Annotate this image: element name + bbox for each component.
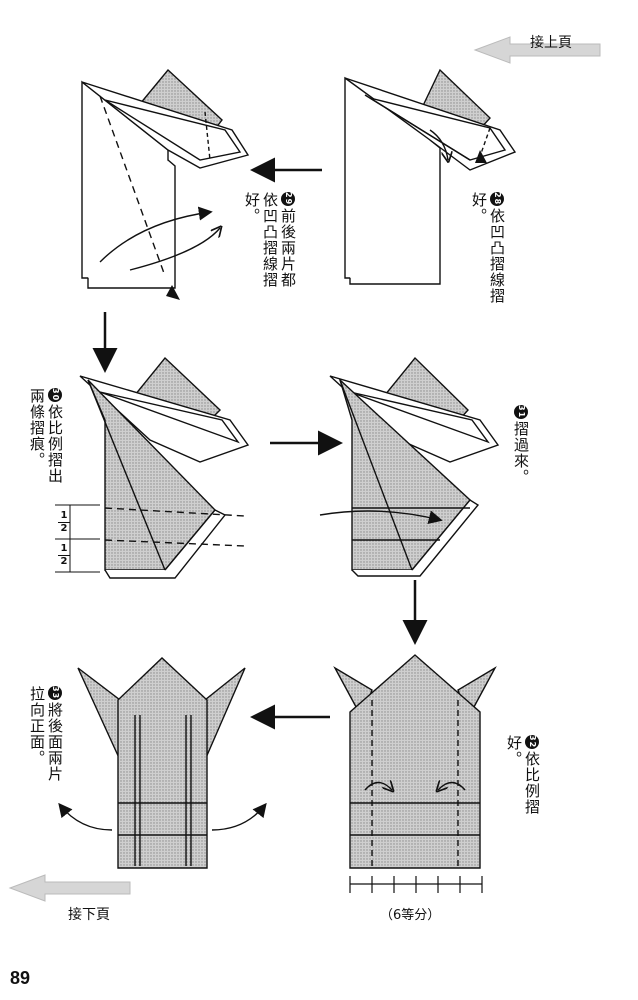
- step-text: 前後兩片都依凹凸摺線摺好。: [243, 192, 297, 288]
- next-page-label[interactable]: 接下頁: [68, 907, 110, 923]
- step-number-badge: 28: [490, 192, 504, 206]
- step-29-caption: 29前後兩片都依凹凸摺線摺好。: [243, 192, 297, 302]
- prev-page-arrow-icon[interactable]: [473, 36, 601, 64]
- step-32-caption: 32依比例摺好。: [505, 735, 541, 845]
- fraction-denominator: 2: [60, 556, 68, 567]
- figure-step-33: [58, 657, 267, 869]
- step-number-badge: 31: [514, 405, 528, 419]
- fraction-upper: 1 2: [58, 510, 70, 535]
- fraction-denominator: 2: [60, 523, 68, 534]
- step-31-caption: 31 摺過來。: [512, 405, 530, 495]
- step-number-badge: 30: [48, 388, 62, 402]
- step-28-caption: 28依凹凸摺線摺好。: [470, 192, 506, 312]
- fraction-numerator: 1: [58, 543, 70, 556]
- prev-page-label[interactable]: 接上頁: [530, 35, 572, 51]
- step-text: 依比例摺出兩條摺痕。: [28, 388, 64, 484]
- step-text: 依凹凸摺線摺好。: [470, 192, 506, 304]
- figure-step-32: [333, 654, 497, 893]
- figure-step-31: [319, 356, 500, 577]
- figure-step-30: [55, 356, 250, 579]
- figure-step-29: [81, 68, 250, 300]
- step-text: 依比例摺好。: [505, 735, 541, 815]
- division-label: （6等分）: [380, 908, 441, 923]
- step-text: 摺過來。: [512, 421, 530, 485]
- page-number: 89: [10, 968, 31, 988]
- flow-arrow: [92, 157, 428, 730]
- step-33-caption: 33將後面兩片拉向正面。: [28, 686, 64, 786]
- fraction-numerator: 1: [58, 510, 70, 523]
- next-page-arrow-icon[interactable]: [8, 874, 131, 902]
- step-number-badge: 32: [525, 735, 539, 749]
- figure-step-28: [344, 68, 517, 285]
- step-number-badge: 33: [48, 686, 62, 700]
- step-number-badge: 29: [281, 192, 295, 206]
- step-text: 將後面兩片拉向正面。: [28, 686, 64, 782]
- fraction-lower: 1 2: [58, 543, 70, 568]
- step-30-caption: 30依比例摺出兩條摺痕。: [28, 388, 64, 488]
